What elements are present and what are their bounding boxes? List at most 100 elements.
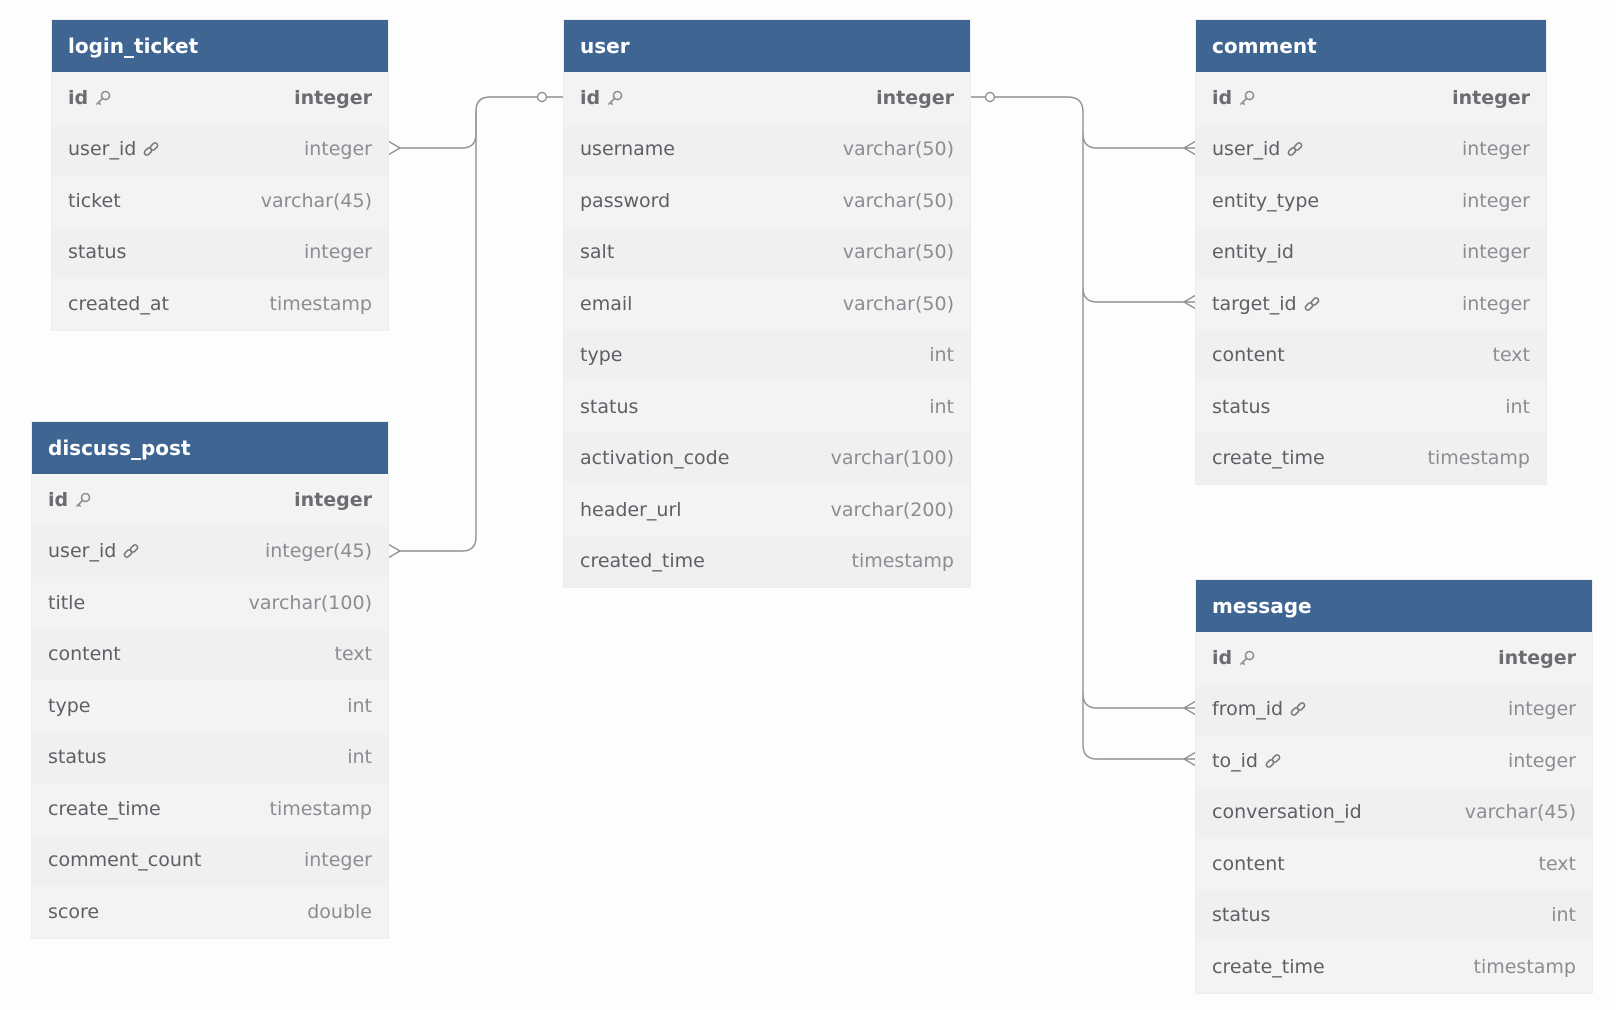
link-icon	[1264, 752, 1282, 770]
connector-user-trunk	[970, 96, 1196, 760]
column-type: varchar(50)	[842, 189, 954, 212]
column-type: int	[929, 395, 954, 418]
key-icon	[1238, 89, 1256, 107]
column-type: text	[1538, 852, 1577, 875]
column-name: id	[48, 488, 69, 511]
column-row-type[interactable]: type int	[32, 680, 388, 732]
column-type: timestamp	[1427, 447, 1531, 470]
column-type: timestamp	[851, 550, 955, 573]
table-title[interactable]: comment	[1196, 20, 1546, 72]
link-icon	[1303, 295, 1321, 313]
column-type: int	[929, 344, 954, 367]
column-type: integer	[1507, 749, 1576, 772]
column-type: int	[347, 694, 372, 717]
table-title[interactable]: discuss_post	[32, 422, 388, 474]
column-name-wrap: status	[68, 241, 126, 263]
column-row-status[interactable]: status int	[564, 381, 970, 433]
column-name-wrap: create_time	[48, 798, 161, 820]
table-title[interactable]: user	[564, 20, 970, 72]
column-name-wrap: password	[580, 190, 670, 212]
column-name: type	[580, 344, 623, 367]
column-row-id[interactable]: id integer	[1196, 72, 1546, 124]
column-row-activation-code[interactable]: activation_code varchar(100)	[564, 432, 970, 484]
column-name-wrap: username	[580, 138, 675, 160]
column-name-wrap: entity_type	[1212, 190, 1319, 212]
crowfoot-login-ticket	[387, 140, 402, 156]
column-name-wrap: target_id	[1212, 293, 1321, 315]
link-icon	[1289, 700, 1307, 718]
column-name-wrap: id	[1212, 87, 1256, 109]
column-type: integer	[1452, 86, 1530, 109]
column-name-wrap: title	[48, 592, 85, 614]
column-row-entity-type[interactable]: entity_type integer	[1196, 175, 1546, 227]
column-name-wrap: type	[48, 695, 90, 717]
column-name-wrap: created_time	[580, 550, 705, 572]
column-name: salt	[580, 241, 615, 264]
connector-discuss-post-user	[398, 111, 477, 552]
column-name-wrap: content	[48, 643, 121, 665]
column-row-created-time[interactable]: created_time timestamp	[564, 535, 970, 587]
table-title[interactable]: login_ticket	[52, 20, 388, 72]
column-type: integer	[1461, 189, 1530, 212]
column-name-wrap: header_url	[580, 499, 682, 521]
crowfoot-discuss-post	[387, 543, 402, 559]
column-type: int	[1505, 395, 1530, 418]
column-name-wrap: comment_count	[48, 849, 201, 871]
column-row-title[interactable]: title varchar(100)	[32, 577, 388, 629]
column-type: integer	[303, 138, 372, 161]
link-icon	[1286, 140, 1304, 158]
column-name: entity_id	[1212, 241, 1294, 264]
column-name: id	[1212, 646, 1233, 669]
table-title[interactable]: message	[1196, 580, 1592, 632]
column-type: integer	[1507, 698, 1576, 721]
column-row-password[interactable]: password varchar(50)	[564, 175, 970, 227]
column-row-type[interactable]: type int	[564, 329, 970, 381]
column-type: varchar(100)	[830, 447, 954, 470]
column-name-wrap: activation_code	[580, 447, 729, 469]
crowfoot-message-to-id	[1182, 751, 1197, 767]
column-name-wrap: create_time	[1212, 956, 1325, 978]
column-type: varchar(45)	[1464, 801, 1576, 824]
connector-login-ticket-user	[398, 96, 563, 149]
column-type: varchar(100)	[248, 591, 372, 614]
column-name: created_time	[580, 550, 705, 573]
column-name: created_at	[68, 292, 169, 315]
column-name: status	[580, 395, 639, 418]
column-name: status	[48, 746, 107, 769]
